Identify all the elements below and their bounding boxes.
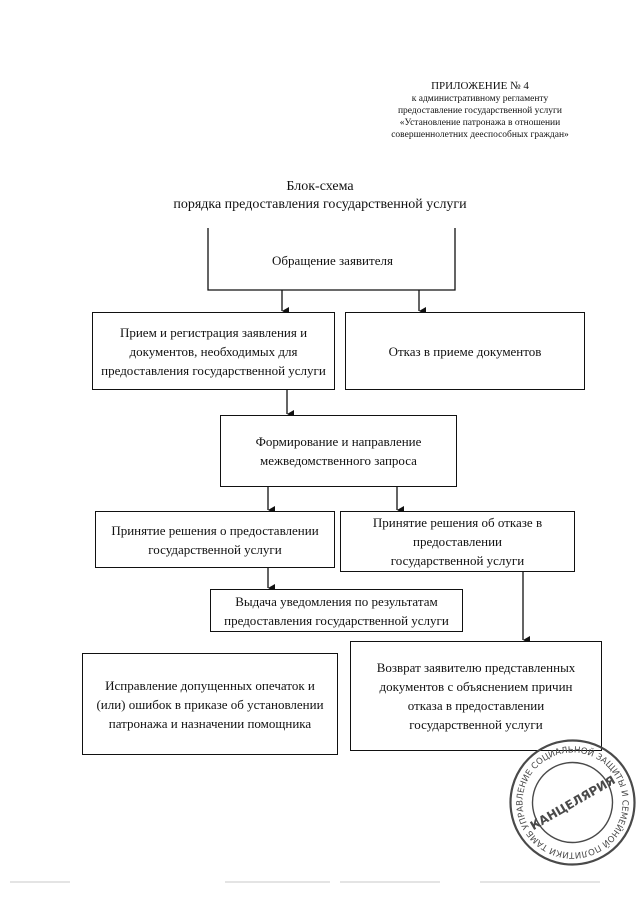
appendix-line: к административному регламенту bbox=[411, 94, 549, 104]
box-label: Отказ в приеме документов bbox=[388, 343, 542, 359]
heading-line: Блок-схема bbox=[286, 179, 354, 194]
box-interagency: Формирование и направление межведомствен… bbox=[220, 415, 457, 487]
stamp-center-text: КАНЦЕЛЯРИЯ bbox=[528, 773, 618, 833]
office-stamp: УПРАВЛЕНИЕ СОЦИАЛЬНОЙ ЗАЩИТЫ И СЕМЕЙНОЙ … bbox=[505, 735, 640, 870]
box-label: Формирование и направление межведомствен… bbox=[255, 434, 422, 468]
box-reception: Прием и регистрация заявления и документ… bbox=[92, 312, 335, 390]
box-label: Возврат заявителю представленных докумен… bbox=[376, 660, 576, 732]
box-notification: Выдача уведомления по результатам предос… bbox=[210, 589, 463, 632]
stamp-inner-ring bbox=[531, 761, 614, 844]
appendix-title: ПРИЛОЖЕНИЕ № 4 bbox=[431, 80, 529, 92]
box-label: Выдача уведомления по результатам предос… bbox=[224, 593, 449, 628]
flowchart-heading: Блок-схема порядка предоставления госуда… bbox=[140, 178, 500, 214]
box-return-docs: Возврат заявителю представленных докумен… bbox=[350, 641, 602, 751]
appendix-line: совершеннолетних дееспособных граждан» bbox=[391, 130, 569, 140]
box-label: Принятие решения о предоставлении госуда… bbox=[111, 522, 319, 557]
box-label: Обращение заявителя bbox=[272, 252, 393, 268]
heading-line: порядка предоставления государственной у… bbox=[173, 197, 467, 212]
bracket-line bbox=[207, 228, 456, 291]
box-label: Принятие решения об отказе в предоставле… bbox=[372, 515, 543, 568]
appendix-line: «Установление патронажа в отношении bbox=[399, 118, 561, 128]
box-appeal: Обращение заявителя bbox=[230, 242, 435, 278]
box-decision-refuse: Принятие решения об отказе в предоставле… bbox=[340, 511, 575, 572]
appendix-line: предоставление государственной услуги bbox=[397, 106, 563, 116]
stamp-outer-ring bbox=[509, 739, 636, 866]
box-correction: Исправление допущенных опечаток и (или) … bbox=[82, 653, 338, 755]
box-refusal-docs: Отказ в приеме документов bbox=[345, 312, 585, 390]
box-decision-grant: Принятие решения о предоставлении госуда… bbox=[95, 511, 335, 568]
box-label: Прием и регистрация заявления и документ… bbox=[101, 324, 326, 378]
scan-artifact bbox=[10, 881, 600, 883]
box-label: Исправление допущенных опечаток и (или) … bbox=[96, 677, 324, 731]
appendix-header: ПРИЛОЖЕНИЕ № 4 к административному регла… bbox=[355, 80, 605, 141]
